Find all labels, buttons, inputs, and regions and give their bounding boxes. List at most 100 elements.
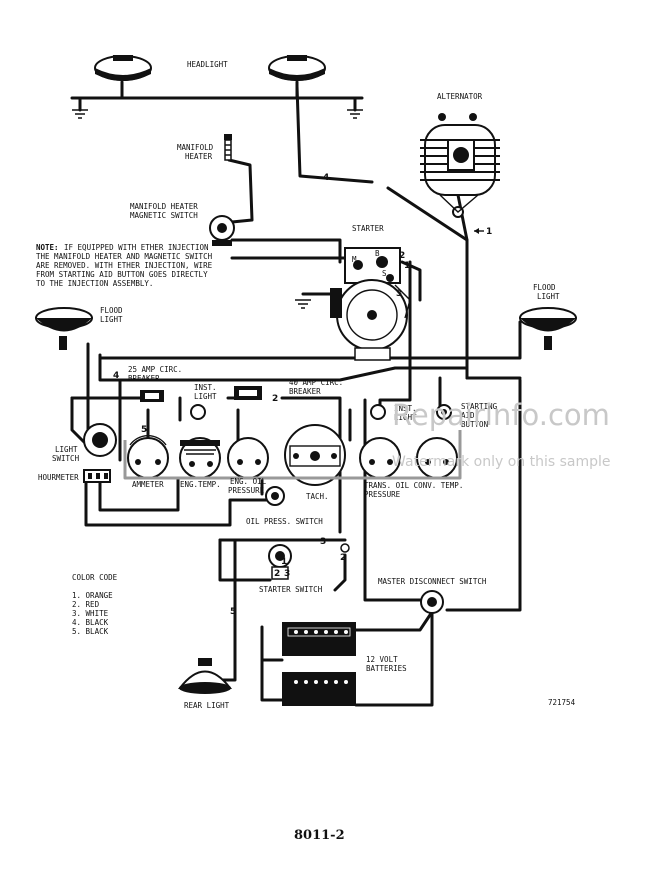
label-eng-oil-1: ENG. OIL (230, 477, 267, 486)
flood-light-right (519, 307, 577, 350)
label-starter-switch: STARTER SWITCH (259, 585, 323, 594)
wire-number: 4 (113, 371, 119, 381)
connector (340, 543, 350, 553)
page-number: 8011-2 (294, 828, 345, 843)
gauge-tach (284, 424, 346, 486)
label-batteries-2: BATTERIES (366, 664, 407, 673)
arrow-icon (474, 228, 479, 234)
starting-aid-button (436, 404, 452, 420)
label-headlight: HEADLIGHT (187, 60, 228, 69)
label-flood-left-2: LIGHT (100, 315, 123, 324)
label-starting-aid-3: BUTTON (461, 420, 488, 429)
label-inst-light-1: INST. (194, 383, 217, 392)
color-code-item: 3. WHITE (72, 609, 109, 618)
gauge-eng-temp (179, 437, 221, 479)
inst-light-bulb (190, 404, 386, 420)
wire-number: 2 (274, 569, 280, 579)
color-code-item: 1. ORANGE (72, 591, 113, 600)
wire-number: 3 (284, 569, 290, 579)
label-rear-light: REAR LIGHT (184, 701, 230, 710)
manifold-heater (224, 134, 232, 161)
label-eng-temp: ENG.TEMP. (180, 480, 221, 489)
gauge-panel-outline (123, 430, 462, 480)
label-tach: TACH. (306, 492, 329, 501)
wires (70, 80, 522, 707)
note-line-1: IF EQUIPPED WITH ETHER INJECTION (64, 243, 209, 252)
label-40amp-1: 40 AMP CIRC. (289, 378, 343, 387)
wire-number: 3 (320, 537, 326, 547)
color-code-title: COLOR CODE (72, 573, 118, 582)
wire-number: 5 (230, 607, 236, 617)
label-alternator: ALTERNATOR (437, 92, 483, 101)
color-code-item: 4. BLACK (72, 618, 109, 627)
wire-number: 1 (486, 227, 492, 237)
gauge-eng-oil-pressure (227, 437, 269, 479)
note-heading: NOTE: (36, 243, 59, 252)
starter-motor (330, 247, 411, 361)
wire-number: 2 (340, 553, 346, 563)
wire-number: 2 (272, 394, 278, 404)
starter-switch (268, 544, 292, 580)
battery-lower (282, 672, 356, 706)
wire-number: 1 (281, 557, 287, 567)
gauge-ammeter (127, 435, 169, 479)
oil-pressure-switch (265, 486, 285, 506)
label-inst-light-2: LIGHT (194, 392, 217, 401)
label-flood-left-1: FLOOD (100, 306, 123, 315)
figure-number: 721754 (548, 698, 576, 707)
label-starter-s: S (382, 269, 387, 278)
label-starting-aid-1: STARTING (461, 402, 498, 411)
wire-number: 2 (399, 251, 405, 261)
label-master-disconnect: MASTER DISCONNECT SWITCH (378, 577, 487, 586)
color-code-item: 5. BLACK (72, 627, 109, 636)
label-inst-light-r-2: LIGHT (394, 413, 417, 422)
note-line-2: THE MANIFOLD HEATER AND MAGNETIC SWITCH (36, 252, 213, 261)
label-25amp-2: BREAKER (128, 374, 160, 383)
wire-number: 1 (404, 261, 410, 271)
label-starting-aid-2: AID (461, 411, 475, 420)
label-hourmeter: HOURMETER (38, 473, 79, 482)
color-code-item: 2. RED (72, 600, 100, 609)
hourmeter (83, 469, 111, 483)
label-light-switch-2: SWITCH (52, 454, 80, 463)
label-inst-light-r-1: INST. (394, 404, 417, 413)
headlight-right (268, 55, 326, 81)
alternator (420, 113, 500, 218)
label-mh-switch-2: MAGNETIC SWITCH (130, 211, 198, 220)
label-starter-m: M (352, 255, 357, 264)
wire-number: 4 (323, 173, 329, 183)
label-manifold: MANIFOLD (177, 143, 214, 152)
watermark-main: Repairinfo.com (392, 398, 610, 432)
label-eng-oil-2: PRESSURE (228, 486, 265, 495)
note-line-4: FROM STARTING AID BUTTON GOES DIRECTLY (36, 270, 208, 279)
label-starter: STARTER (352, 224, 384, 233)
label-batteries-1: 12 VOLT (366, 655, 398, 664)
flood-light-left (35, 307, 93, 350)
label-trans-2: PRESSURE (364, 490, 401, 499)
master-disconnect-switch (420, 590, 444, 614)
watermark-sub: Watermark only on this sample (392, 454, 611, 470)
ground-icon (72, 109, 363, 119)
label-flood-right-2: LIGHT (537, 292, 560, 301)
circuit-breaker-40 (234, 386, 262, 400)
light-switch (83, 423, 117, 457)
manifold-heater-switch (209, 215, 235, 246)
battery-upper (282, 622, 356, 656)
label-40amp-2: BREAKER (289, 387, 321, 396)
label-ammeter: AMMETER (132, 480, 164, 489)
note-line-5: TO THE INJECTION ASSEMBLY. (36, 279, 153, 288)
circuit-breaker-25 (140, 390, 164, 402)
label-trans-1: TRANS. OIL CONV. TEMP. (364, 481, 463, 490)
wire-number: 3 (396, 289, 402, 299)
ground-icon (295, 299, 311, 309)
label-25amp-1: 25 AMP CIRC. (128, 365, 182, 374)
note-line-3: ARE REMOVED. WITH ETHER INJECTION, WIRE (36, 261, 213, 270)
wire-number: 5 (141, 425, 147, 435)
label-starter-b: B (375, 249, 380, 258)
label-flood-right-1: FLOOD (533, 283, 556, 292)
gauge-conv-temp (416, 437, 458, 479)
rear-light (177, 658, 233, 694)
headlight-left (94, 55, 152, 81)
label-oil-press-switch: OIL PRESS. SWITCH (246, 517, 323, 526)
